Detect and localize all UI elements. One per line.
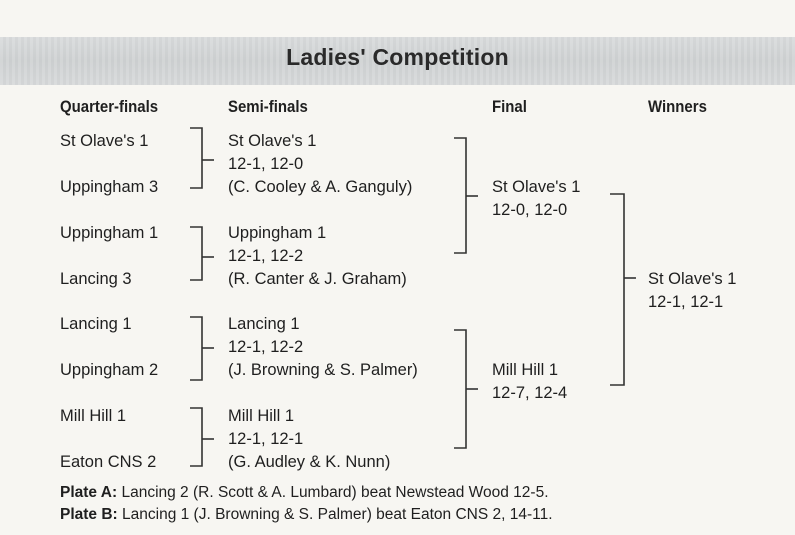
sf-team: Uppingham 1 [228,224,327,242]
final-team: St Olave's 1 [492,178,581,196]
sf-team: St Olave's 1 [228,132,317,150]
sf-team: Mill Hill 1 [228,407,294,425]
sf-score: 12-1, 12-2 [228,247,304,265]
qf-team: St Olave's 1 [60,132,149,150]
header-quarter-finals: Quarter-finals [60,97,159,116]
sf-team: Lancing 1 [228,315,300,333]
bracket-connector [454,329,467,449]
qf-team: Mill Hill 1 [60,407,126,425]
plate-b-line: Plate B: Lancing 1 (J. Browning & S. Pal… [60,506,553,524]
qf-team: Eaton CNS 2 [60,453,157,471]
bracket-connector [454,137,467,254]
header-final: Final [492,97,527,116]
sf-score: 12-1, 12-1 [228,430,304,448]
plate-a-line: Plate A: Lancing 2 (R. Scott & A. Lumbar… [60,484,549,502]
final-team: Mill Hill 1 [492,361,558,379]
plate-b-label: Plate B: [60,506,118,523]
sf-score: 12-1, 12-2 [228,338,304,356]
plate-b-text: Lancing 1 (J. Browning & S. Palmer) beat… [122,506,553,523]
winner-team: St Olave's 1 [648,270,737,288]
qf-team: Uppingham 1 [60,224,159,242]
sf-players: (J. Browning & S. Palmer) [228,361,418,379]
sf-score: 12-1, 12-0 [228,155,304,173]
bracket-connector [610,193,625,386]
final-score: 12-0, 12-0 [492,201,568,219]
sf-players: (C. Cooley & A. Ganguly) [228,178,413,196]
winner-score: 12-1, 12-1 [648,293,724,311]
bracket-connector [190,127,203,189]
header-semi-finals: Semi-finals [228,97,308,116]
final-score: 12-7, 12-4 [492,384,568,402]
qf-team: Lancing 1 [60,315,132,333]
plate-a-label: Plate A: [60,484,118,501]
sf-players: (R. Canter & J. Graham) [228,270,407,288]
page-title: Ladies' Competition [286,44,509,70]
bracket-connector [190,226,203,281]
bracket-connector [190,407,203,467]
title-band [0,37,795,85]
qf-team: Uppingham 2 [60,361,159,379]
sf-players: (G. Audley & K. Nunn) [228,453,391,471]
header-winners: Winners [648,97,707,116]
bracket-connector [190,316,203,381]
plate-a-text: Lancing 2 (R. Scott & A. Lumbard) beat N… [121,484,549,501]
qf-team: Uppingham 3 [60,178,159,196]
qf-team: Lancing 3 [60,270,132,288]
